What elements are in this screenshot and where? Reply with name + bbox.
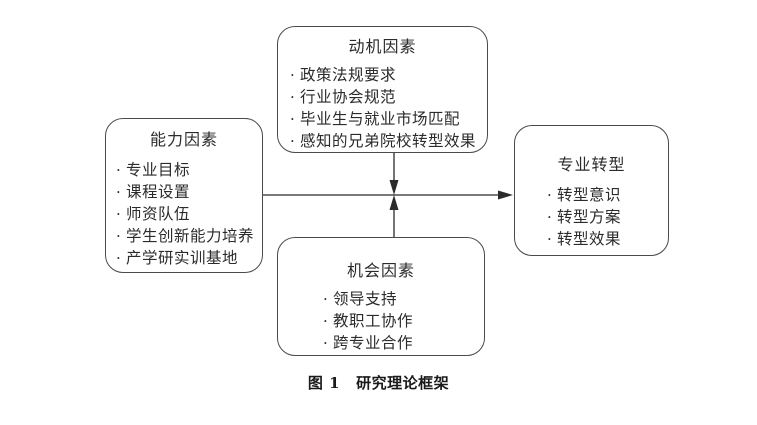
bullet-icon: · <box>547 208 553 226</box>
node-opportunity-factors[interactable]: 机会因素 ·领导支持 ·教职工协作 ·跨专业合作 <box>277 237 485 356</box>
list-item: ·产学研实训基地 <box>116 247 262 269</box>
list-item: ·专业目标 <box>116 159 262 181</box>
list-item-label: 课程设置 <box>126 183 191 201</box>
bullet-icon: · <box>547 230 553 248</box>
bullet-icon: · <box>116 205 122 223</box>
list-item-label: 转型效果 <box>557 230 622 248</box>
list-item-label: 学生创新能力培养 <box>126 227 255 245</box>
list-item: ·感知的兄弟院校转型效果 <box>290 130 487 152</box>
list-item: ·教职工协作 <box>323 310 484 332</box>
bullet-icon: · <box>547 186 553 204</box>
bullet-icon: · <box>290 110 296 128</box>
node-capability-list: ·专业目标 ·课程设置 ·师资队伍 ·学生创新能力培养 ·产学研实训基地 <box>106 159 262 269</box>
list-item: ·学生创新能力培养 <box>116 225 262 247</box>
figure-caption: 图 1 研究理论框架 <box>0 372 757 393</box>
arrow-opportunity-to-junction-head <box>389 195 399 210</box>
bullet-icon: · <box>290 132 296 150</box>
bullet-icon: · <box>290 66 296 84</box>
node-capability-title: 能力因素 <box>149 130 218 149</box>
bullet-icon: · <box>290 88 296 106</box>
list-item: ·转型方案 <box>547 206 668 228</box>
node-motivation-list: ·政策法规要求 ·行业协会规范 ·毕业生与就业市场匹配 ·感知的兄弟院校转型效果 <box>278 64 487 152</box>
node-motivation-factors[interactable]: 动机因素 ·政策法规要求 ·行业协会规范 ·毕业生与就业市场匹配 ·感知的兄弟院… <box>277 26 488 153</box>
list-item: ·师资队伍 <box>116 203 262 225</box>
bullet-icon: · <box>116 227 122 245</box>
list-item-label: 转型方案 <box>557 208 622 226</box>
node-transformation-list: ·转型意识 ·转型方案 ·转型效果 <box>515 184 668 250</box>
node-transformation-title: 专业转型 <box>557 155 626 174</box>
list-item-label: 专业目标 <box>126 161 191 179</box>
bullet-icon: · <box>323 334 329 352</box>
node-professional-transformation[interactable]: 专业转型 ·转型意识 ·转型方案 ·转型效果 <box>514 125 669 256</box>
node-motivation-title: 动机因素 <box>348 37 417 56</box>
list-item-label: 教职工协作 <box>333 312 414 330</box>
node-opportunity-list: ·领导支持 ·教职工协作 ·跨专业合作 <box>278 288 484 354</box>
bullet-icon: · <box>116 183 122 201</box>
list-item-label: 师资队伍 <box>126 205 191 223</box>
list-item: ·政策法规要求 <box>290 64 487 86</box>
bullet-icon: · <box>116 161 122 179</box>
node-capability-factors[interactable]: 能力因素 ·专业目标 ·课程设置 ·师资队伍 ·学生创新能力培养 ·产学研实训基… <box>105 118 263 273</box>
list-item-label: 领导支持 <box>333 290 398 308</box>
list-item-label: 毕业生与就业市场匹配 <box>300 110 461 128</box>
list-item-label: 感知的兄弟院校转型效果 <box>300 132 477 150</box>
arrow-motivation-to-junction-head <box>389 180 399 195</box>
arrow-capability-to-transformation-head <box>498 190 513 200</box>
list-item: ·毕业生与就业市场匹配 <box>290 108 487 130</box>
bullet-icon: · <box>323 312 329 330</box>
list-item-label: 行业协会规范 <box>300 88 397 106</box>
list-item: ·行业协会规范 <box>290 86 487 108</box>
bullet-icon: · <box>116 249 122 267</box>
list-item-label: 产学研实训基地 <box>126 249 239 267</box>
list-item: ·跨专业合作 <box>323 332 484 354</box>
list-item-label: 跨专业合作 <box>333 334 414 352</box>
list-item: ·领导支持 <box>323 288 484 310</box>
figure-caption-title: 研究理论框架 <box>356 374 450 392</box>
list-item: ·转型意识 <box>547 184 668 206</box>
list-item-label: 政策法规要求 <box>300 66 397 84</box>
list-item: ·课程设置 <box>116 181 262 203</box>
node-opportunity-title: 机会因素 <box>346 261 415 280</box>
list-item-label: 转型意识 <box>557 186 622 204</box>
list-item: ·转型效果 <box>547 228 668 250</box>
figure-caption-label: 图 1 <box>307 374 341 392</box>
bullet-icon: · <box>323 290 329 308</box>
